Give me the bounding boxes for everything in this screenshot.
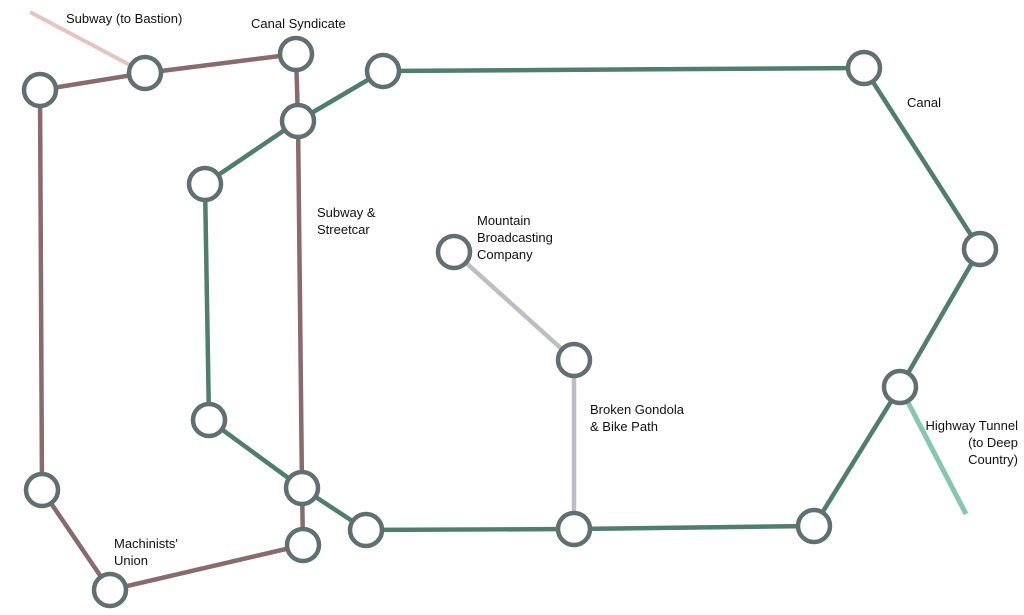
gondola-line (452, 250, 577, 529)
label-subway-to-bastion: Subway (to Bastion) (66, 11, 183, 26)
canal-line (202, 65, 983, 533)
station-node (21, 71, 59, 109)
station-node (364, 52, 402, 90)
subway-north-line (144, 51, 297, 76)
station-node (555, 510, 593, 548)
subway-to-bastion-line (29, 10, 146, 75)
subway-streetcar-line (293, 53, 306, 546)
label-machinists-union: Machinists'Union (114, 536, 178, 568)
label-canal: Canal (907, 95, 941, 110)
station-node (435, 233, 473, 271)
station-node (961, 230, 999, 268)
station-node (284, 526, 322, 564)
station-node (190, 401, 228, 439)
station-node (795, 507, 833, 545)
station-node (91, 571, 129, 609)
label-broken-gondola-bike-path: Broken Gondola& Bike Path (590, 402, 684, 434)
station-node (23, 471, 61, 509)
label-subway-streetcar: Subway &Streetcar (317, 205, 376, 237)
highway-tunnel-line (897, 385, 969, 516)
station-node (186, 165, 224, 203)
station-node (881, 368, 919, 406)
station-node (277, 35, 315, 73)
station-node (283, 469, 321, 507)
subway-west-line (37, 70, 304, 593)
station-node (845, 49, 883, 87)
station-node (126, 54, 164, 92)
station-node (347, 511, 385, 549)
station-node (279, 102, 317, 140)
station-node (555, 341, 593, 379)
label-canal-syndicate: Canal Syndicate (251, 16, 346, 31)
